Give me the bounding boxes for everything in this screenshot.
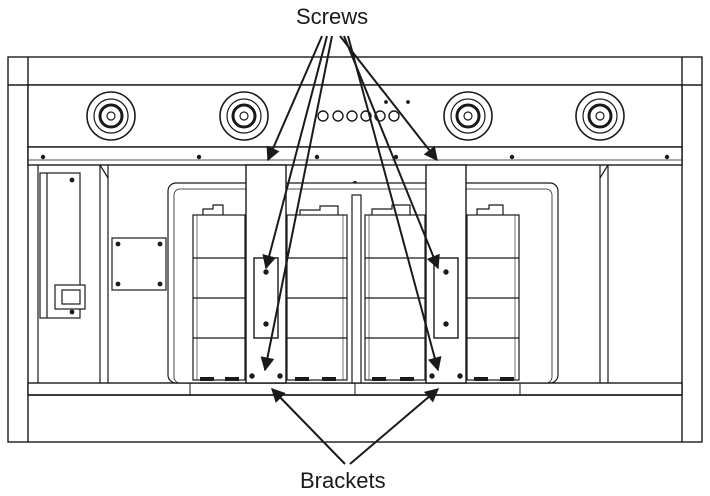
filter-2 xyxy=(286,205,348,381)
knob-icon xyxy=(346,110,358,122)
grease-filters xyxy=(192,204,520,381)
screws-arrows xyxy=(260,35,442,372)
light-1 xyxy=(86,91,136,141)
light-2 xyxy=(219,91,269,141)
control-buttons xyxy=(317,100,410,122)
screw-icon xyxy=(429,373,435,379)
side-control-box xyxy=(39,172,167,319)
screws-label: Screws xyxy=(296,4,369,29)
knob-icon xyxy=(317,110,329,122)
light-fixtures xyxy=(86,91,625,141)
screw-icon xyxy=(249,373,255,379)
light-4 xyxy=(575,91,625,141)
brackets-label: Brackets xyxy=(300,468,386,493)
screw-icon xyxy=(277,373,283,379)
knob-icon xyxy=(388,110,400,122)
filter-4 xyxy=(466,204,520,381)
light-3 xyxy=(443,91,493,141)
filter-3 xyxy=(364,204,426,381)
bottom-lip-segments xyxy=(189,383,521,395)
brackets xyxy=(245,164,467,384)
brackets-arrows xyxy=(271,387,440,465)
filter-1 xyxy=(192,204,246,381)
bracket-left xyxy=(245,164,287,384)
knob-icon xyxy=(332,110,344,122)
center-divider xyxy=(351,194,362,384)
screw-icon xyxy=(457,373,463,379)
